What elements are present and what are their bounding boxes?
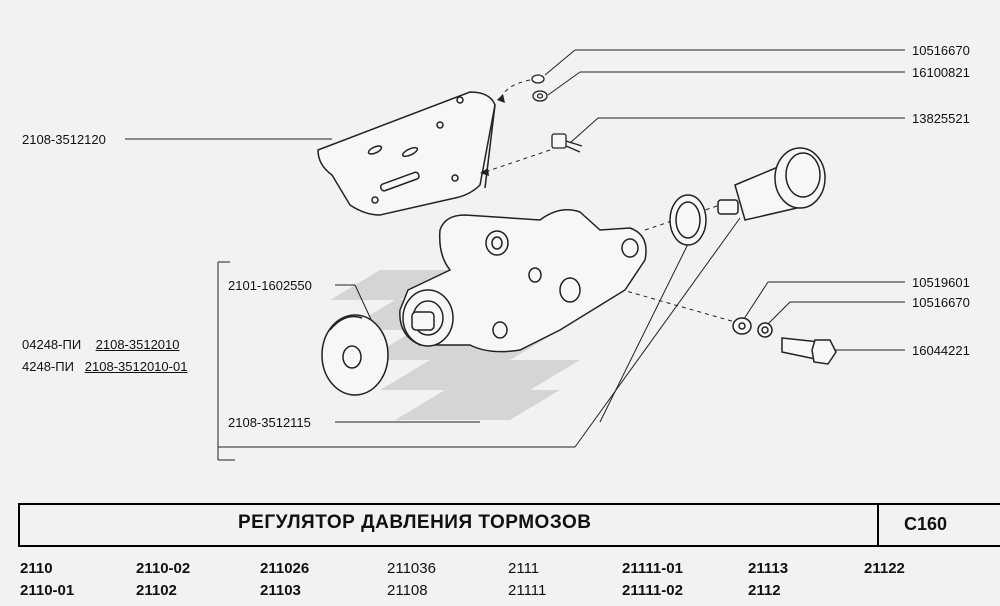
screw-small (551, 133, 583, 153)
model-code: 2110 (20, 560, 53, 577)
part-label-2101-1602550: 2101-1602550 (228, 278, 312, 293)
model-code: 211036 (387, 560, 436, 577)
arrow-heads (480, 94, 505, 176)
model-code: 2112 (748, 582, 781, 599)
assembly-link[interactable]: 2108-3512010 (95, 337, 180, 352)
sealing-ring (669, 194, 707, 246)
part-label-10519601: 10519601 (912, 275, 970, 290)
part-label-10516670-top: 10516670 (912, 43, 970, 58)
part-label-10516670-bottom: 10516670 (912, 295, 970, 310)
bracket-plate (317, 91, 496, 216)
part-label-16044221: 16044221 (912, 343, 970, 358)
model-code: 211026 (260, 560, 310, 577)
plug-piston (717, 147, 826, 221)
model-code: 21102 (136, 582, 177, 599)
model-code: 2111 (508, 560, 540, 577)
model-code: 21122 (864, 560, 905, 577)
model-code: 21111-01 (622, 560, 683, 577)
page-title: РЕГУЛЯТОР ДАВЛЕНИЯ ТОРМОЗОВ (238, 512, 592, 533)
nut-and-washer-top (531, 74, 548, 102)
assembly-prefix: 4248-ПИ (22, 359, 74, 374)
model-code: 21113 (748, 560, 789, 577)
model-code: 21111-02 (622, 582, 683, 599)
assembly-row-2: 4248-ПИ 2108-3512010-01 (22, 359, 187, 374)
title-band (18, 503, 1000, 547)
part-label-2108-3512120: 2108-3512120 (22, 132, 106, 147)
leader-lines (125, 49, 905, 461)
assembly-prefix: 04248-ПИ (22, 337, 82, 352)
part-label-16100821: 16100821 (912, 65, 970, 80)
model-code: 21108 (387, 582, 428, 599)
assembly-link[interactable]: 2108-3512010-01 (84, 359, 188, 374)
model-code: 21111 (508, 582, 547, 599)
part-label-2108-3512115: 2108-3512115 (228, 415, 311, 430)
model-code: 2110-01 (20, 582, 75, 599)
assembly-row-1: 04248-ПИ 2108-3512010 (22, 337, 179, 352)
part-label-13825521: 13825521 (912, 111, 970, 126)
washers-bolt (732, 317, 837, 365)
sheet-code: C160 (904, 514, 948, 534)
cup-seal (321, 314, 389, 396)
regulator-body (399, 209, 647, 353)
title-separator (877, 503, 879, 547)
model-code: 2110-02 (136, 560, 191, 577)
model-code: 21103 (260, 582, 301, 599)
